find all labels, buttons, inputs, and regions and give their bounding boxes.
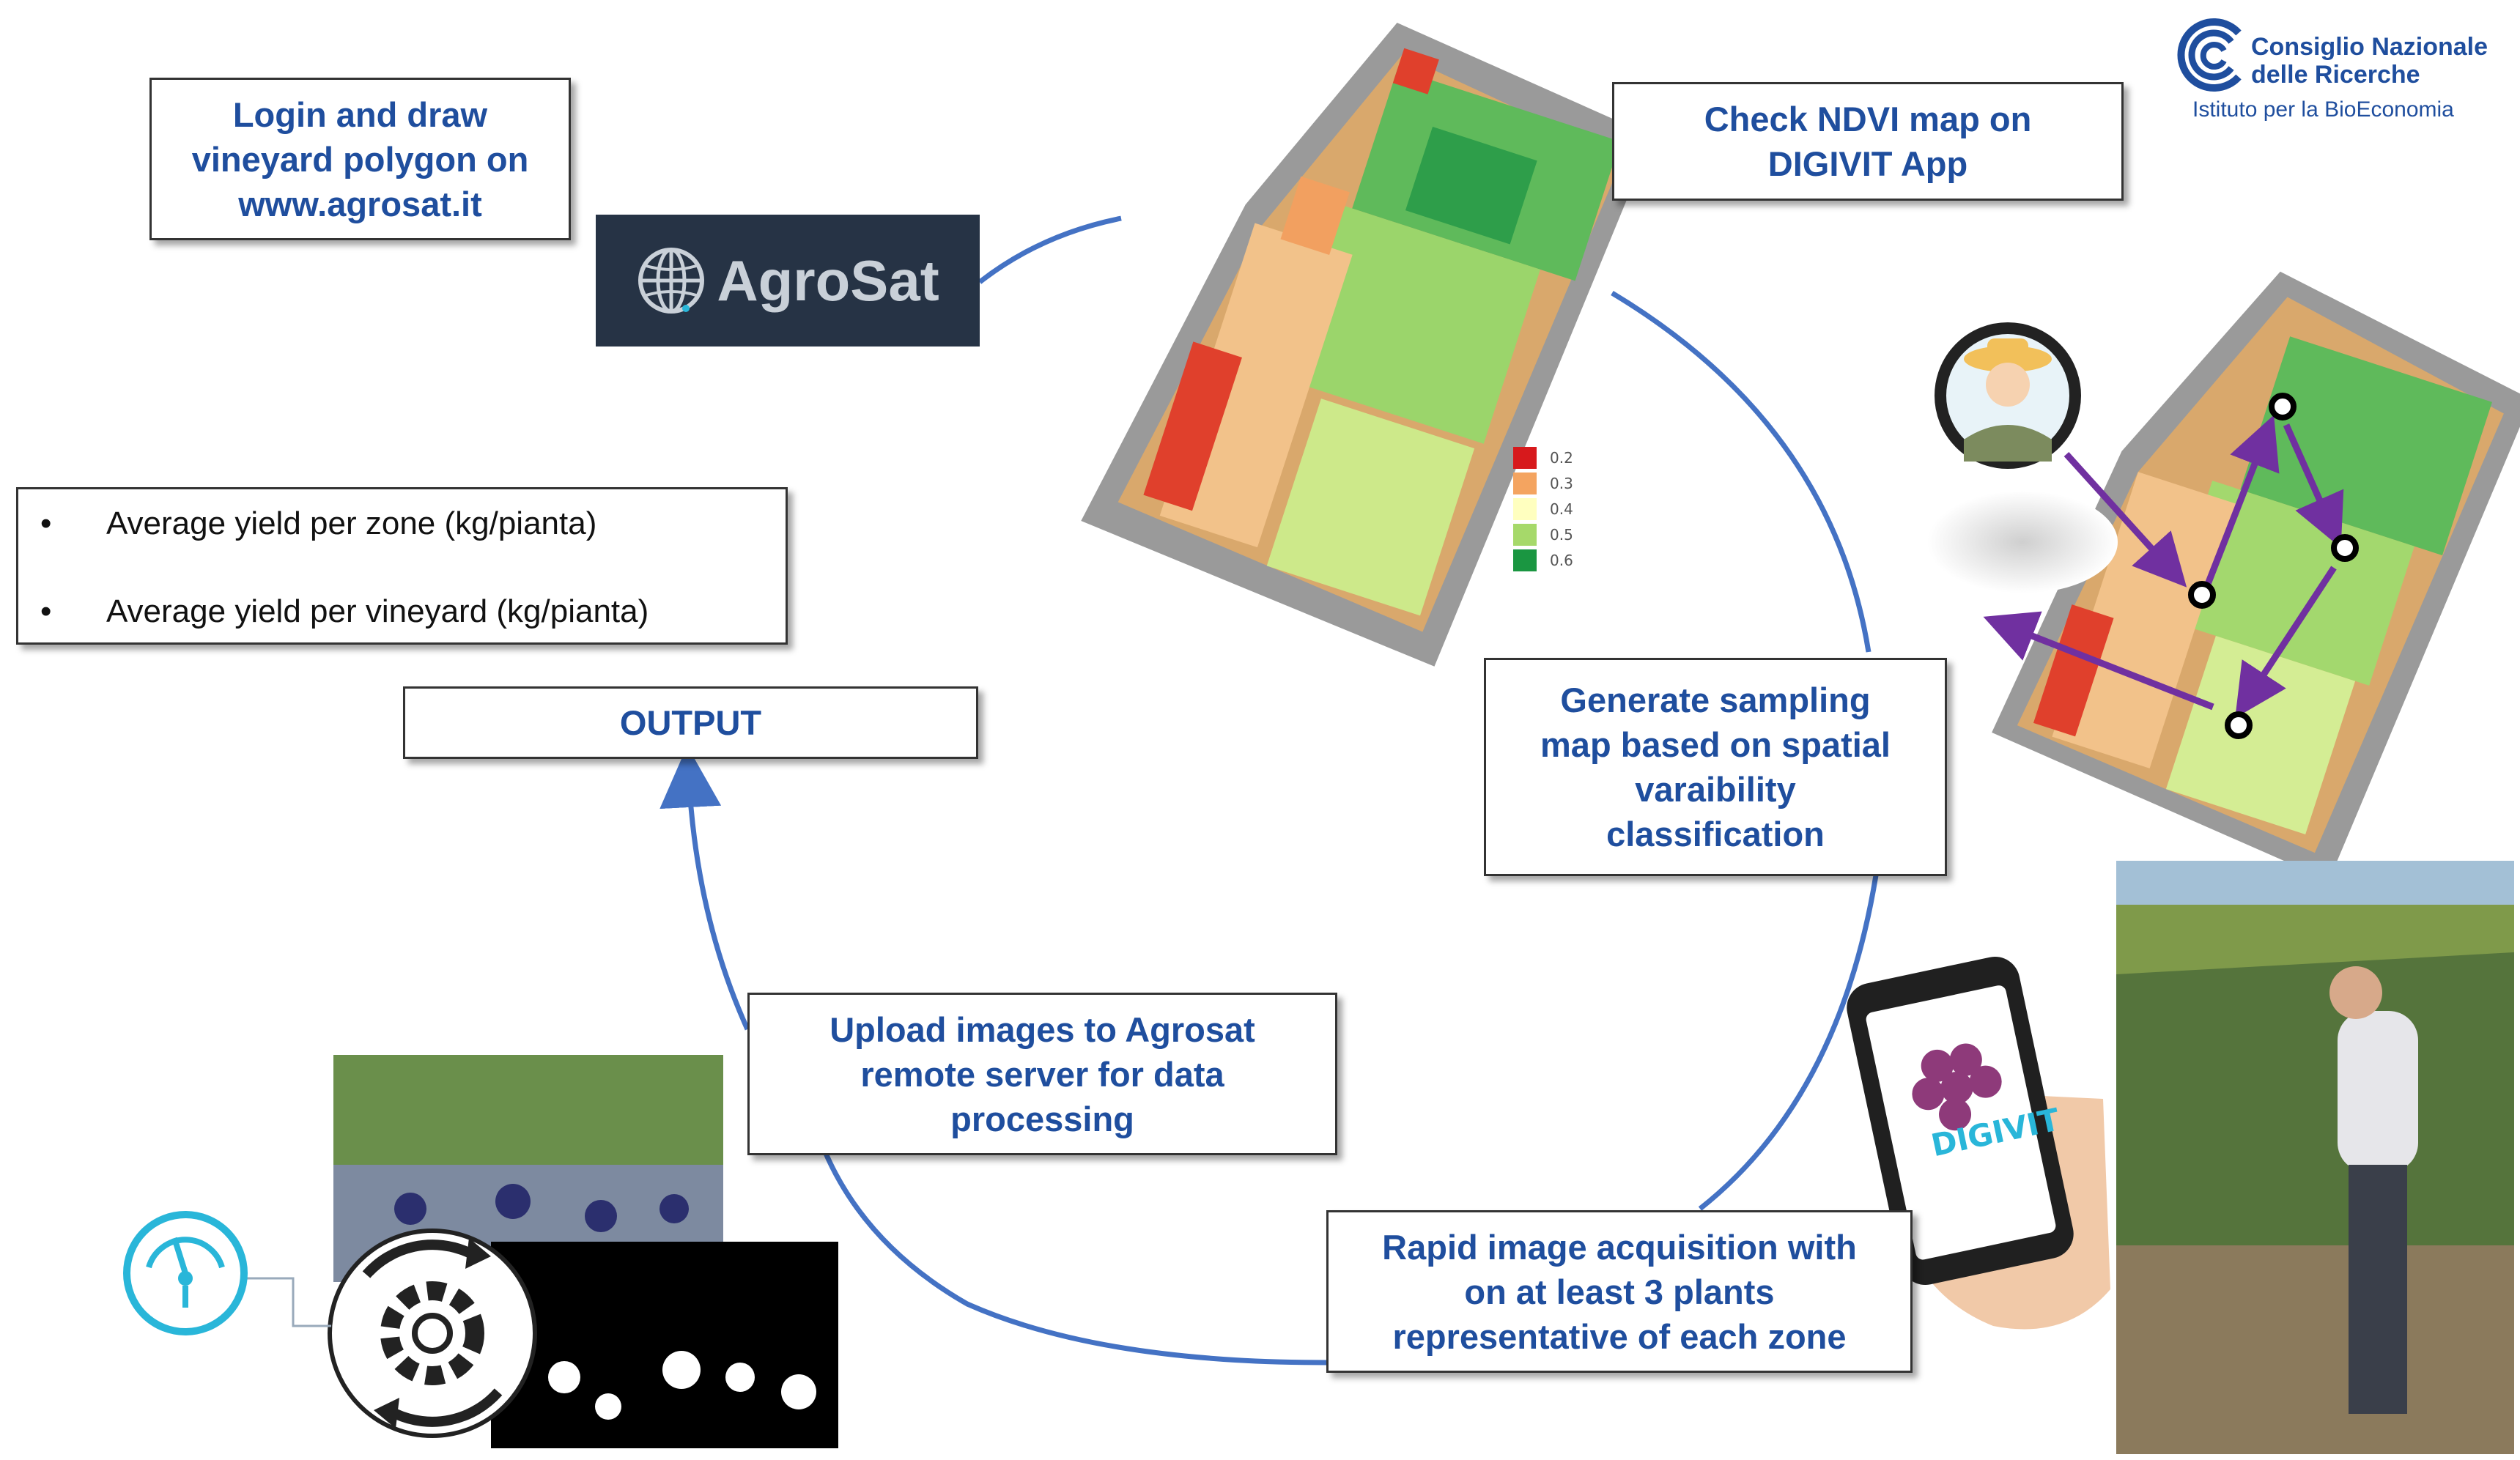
cnr-logo-line2: delle Ricerche <box>2251 61 2420 89</box>
connector-line <box>242 1277 331 1327</box>
sampling-points <box>2188 393 2359 739</box>
agrosat-logo-text: AgroSat <box>717 248 939 313</box>
cycle-arrow-ndvi-to-sampling <box>1611 290 1871 653</box>
output-list-item-text: Average yield per zone (kg/pianta) <box>106 505 597 541</box>
cycle-arrow-agrosat-to-ndvi <box>978 215 1122 284</box>
agrosat-logo: AgroSat <box>596 215 980 347</box>
cycle-arrow-sampling-to-acquisition <box>1698 875 1879 1211</box>
ndvi-legend: 0.2 0.3 0.4 0.5 0.6 <box>1513 447 1573 571</box>
cnr-emblem-icon <box>2177 18 2242 92</box>
sampling-route <box>1983 415 2344 719</box>
smartphone-image: DIGIVIT <box>1847 956 2110 1330</box>
ndvi-legend-label-1: 0.3 <box>1550 475 1573 492</box>
ndvi-legend-label-4: 0.6 <box>1550 552 1573 569</box>
step-rapid-acquisition-text: Rapid image acquisition with on at least… <box>1382 1227 1857 1356</box>
shadow-shape <box>1927 491 2118 593</box>
vineyard-photo <box>2116 861 2514 1454</box>
ndvi-legend-label-0: 0.2 <box>1550 449 1573 467</box>
cycle-arrow-upload-to-output <box>659 746 750 1031</box>
bullet-mark: • <box>40 593 52 629</box>
output-list-item: • Average yield per vineyard (kg/pianta) <box>40 593 649 630</box>
ndvi-legend-label-3: 0.5 <box>1550 526 1573 544</box>
step-check-ndvi-box: Check NDVI map on DIGIVIT App <box>1612 82 2124 201</box>
globe-icon <box>638 248 705 314</box>
output-list-item-text: Average yield per vineyard (kg/pianta) <box>106 593 649 629</box>
step-upload-box: Upload images to Agrosat remote server f… <box>747 993 1337 1155</box>
step-login-box: Login and draw vineyard polygon on www.a… <box>149 78 571 240</box>
output-list-item: • Average yield per zone (kg/pianta) <box>40 505 596 542</box>
ndvi-legend-label-2: 0.4 <box>1550 500 1573 518</box>
cycle-arrow-acquisition-to-upload <box>821 1149 1327 1365</box>
output-label: OUTPUT <box>619 703 762 742</box>
step-generate-sampling-box: Generate sampling map based on spatial v… <box>1484 658 1947 876</box>
segmentation-mask <box>491 1242 838 1448</box>
farmer-avatar-icon <box>1935 322 2081 469</box>
step-rapid-acquisition-box: Rapid image acquisition with on at least… <box>1326 1210 1913 1373</box>
ndvi-map-large <box>1081 23 1653 667</box>
output-box: OUTPUT <box>403 686 978 759</box>
output-list: • Average yield per zone (kg/pianta) • Ave… <box>16 487 788 645</box>
gauge-icon <box>123 1211 248 1335</box>
cnr-logo-line3: Istituto per la BioEconomia <box>2192 97 2454 122</box>
cnr-logo-line1: Consiglio Nazionale <box>2251 33 2488 61</box>
cnr-logo: Consiglio Nazionale delle Ricerche Istit… <box>2169 18 2513 136</box>
step-login-text: Login and draw vineyard polygon on www.a… <box>191 95 529 223</box>
step-upload-text: Upload images to Agrosat remote server f… <box>829 1009 1255 1138</box>
processing-gear-icon <box>328 1229 537 1438</box>
step-check-ndvi-text: Check NDVI map on DIGIVIT App <box>1704 100 2032 183</box>
bullet-mark: • <box>40 505 52 541</box>
step-generate-sampling-text: Generate sampling map based on spatial v… <box>1540 681 1891 853</box>
